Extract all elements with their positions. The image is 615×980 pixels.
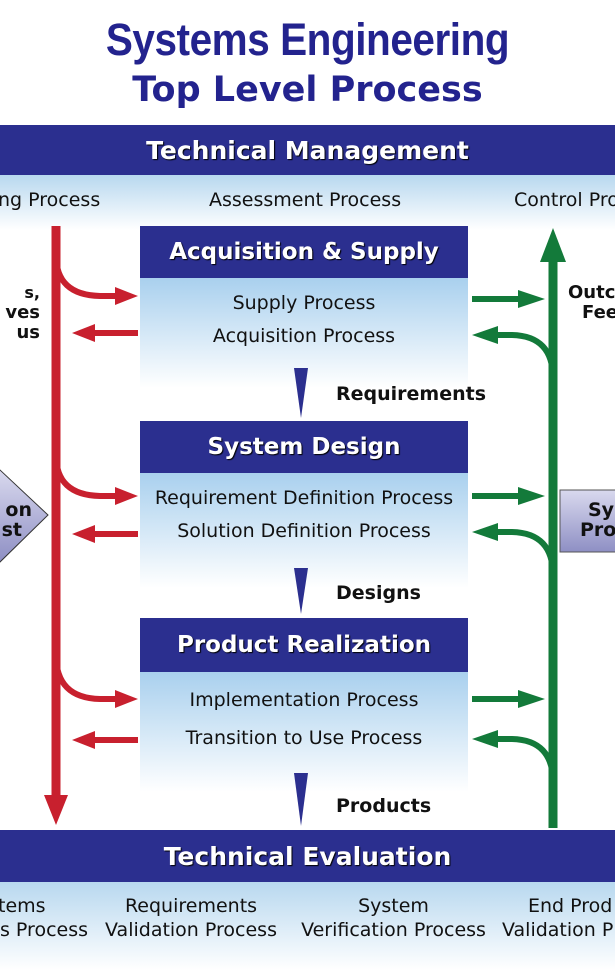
product-realization-header: Product Realization (140, 618, 468, 672)
main-title: Systems Engineering (105, 14, 510, 65)
implementation-process: Implementation Process (189, 689, 419, 711)
red-flow-line (44, 226, 138, 825)
down-arrow-requirements (294, 368, 308, 418)
solution-definition-process: Solution Definition Process (177, 520, 431, 542)
technical-evaluation-bar: Technical Evaluation (0, 830, 615, 882)
planning-process-label: ng Process (0, 189, 101, 211)
green-flow-line (472, 228, 566, 828)
supply-process: Supply Process (232, 292, 376, 314)
acquisition-supply-header: Acquisition & Supply (140, 226, 468, 278)
subtitle: Top Level Process (132, 70, 483, 110)
transition-to-use-process: Transition to Use Process (185, 727, 423, 749)
left-side-text: s, ves us (5, 283, 40, 343)
evaluation-band (0, 882, 615, 980)
requirement-definition-process: Requirement Definition Process (154, 487, 454, 509)
requirements-label: Requirements (336, 383, 487, 405)
system-design-header: System Design (140, 421, 468, 473)
control-process-label: Control Pro (514, 189, 615, 211)
right-box-text: Sy Pro (580, 499, 615, 541)
acquisition-process: Acquisition Process (212, 325, 396, 347)
left-diamond-text: on st (1, 499, 32, 541)
down-arrow-designs (294, 568, 308, 614)
top-process-band (0, 175, 615, 230)
products-label: Products (336, 795, 432, 817)
down-arrow-products (294, 773, 308, 826)
right-side-text: Outc Fee (568, 282, 615, 323)
left-diamond-shape (0, 469, 49, 563)
designs-label: Designs (336, 582, 421, 604)
assessment-process-label: Assessment Process (209, 189, 402, 211)
product-realization-box (140, 672, 468, 792)
right-box-shape (559, 489, 615, 553)
technical-management-bar: Technical Management (0, 125, 615, 175)
